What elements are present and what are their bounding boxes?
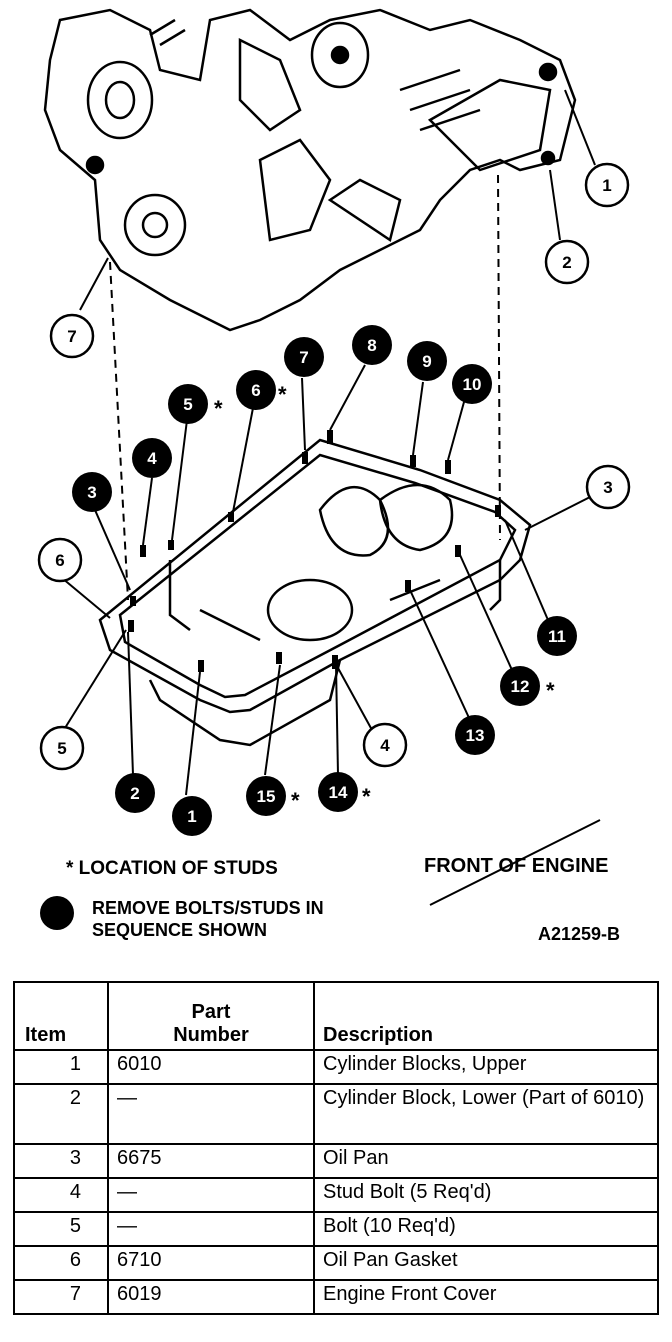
- table-row: 4 — Stud Bolt (5 Req'd): [13, 1177, 659, 1213]
- header-part-line-2: Number: [173, 1024, 249, 1046]
- cell-item: 2: [13, 1083, 109, 1145]
- cell-part-number: 6710: [107, 1245, 315, 1281]
- table-row: 3 6675 Oil Pan: [13, 1143, 659, 1179]
- sequence-callout-4: 4: [132, 438, 172, 478]
- figure-id: A21259-B: [538, 924, 621, 944]
- sequence-callout-8: 8: [352, 325, 392, 365]
- callout-7: 7: [49, 313, 95, 359]
- svg-text:7: 7: [67, 327, 76, 346]
- cell-part-number: 6010: [107, 1049, 315, 1085]
- sequence-callout-11: 11: [537, 616, 577, 656]
- parts-table: Item Part Number Description 1 6010 Cyli…: [13, 981, 659, 1315]
- cell-part-number: 6019: [107, 1279, 315, 1315]
- sequence-callout-15: 15 *: [246, 776, 300, 816]
- svg-text:2: 2: [562, 253, 571, 272]
- legend-sequence-line-1: REMOVE BOLTS/STUDS IN: [92, 898, 324, 918]
- cell-item: 3: [13, 1143, 109, 1179]
- legend-sequence-note: REMOVE BOLTS/STUDS IN SEQUENCE SHOWN: [92, 897, 402, 941]
- svg-text:8: 8: [367, 336, 376, 355]
- oil-pan-exploded-diagram: 1 2 7 3 6 5 4 1 2 3 4 5 *: [37, 8, 631, 906]
- sequence-callout-6: 6 *: [236, 370, 287, 410]
- svg-text:12: 12: [511, 677, 530, 696]
- header-item: Item: [13, 981, 109, 1051]
- cell-description: Oil Pan: [313, 1143, 659, 1179]
- bolt-marks: [128, 430, 501, 672]
- cell-part-number: —: [107, 1083, 315, 1145]
- svg-text:*: *: [362, 784, 371, 809]
- svg-text:2: 2: [130, 784, 139, 803]
- svg-text:4: 4: [380, 736, 390, 755]
- sequence-callout-3: 3: [72, 472, 112, 512]
- svg-text:10: 10: [463, 375, 482, 394]
- sequence-callout-2: 2: [115, 773, 155, 813]
- legend-studs-note: * LOCATION OF STUDS: [66, 858, 278, 879]
- cell-item: 7: [13, 1279, 109, 1315]
- svg-text:15: 15: [257, 787, 276, 806]
- sequence-callout-9: 9: [407, 341, 447, 381]
- header-part-number: Part Number: [107, 981, 315, 1051]
- sequence-callout-13: 13: [455, 715, 495, 755]
- svg-text:7: 7: [299, 348, 308, 367]
- cell-description: Engine Front Cover: [313, 1279, 659, 1315]
- header-part-line-1: Part: [191, 1001, 231, 1023]
- leader-lines: [61, 89, 596, 796]
- table-row: 7 6019 Engine Front Cover: [13, 1279, 659, 1315]
- svg-text:5: 5: [183, 395, 192, 414]
- svg-text:*: *: [291, 788, 300, 813]
- oil-pan-drawing: [98, 438, 532, 747]
- sequence-callout-5: 5 *: [168, 384, 223, 424]
- table-row: 5 — Bolt (10 Req'd): [13, 1211, 659, 1247]
- svg-text:9: 9: [422, 352, 431, 371]
- table-row: 6 6710 Oil Pan Gasket: [13, 1245, 659, 1281]
- callout-4: 4: [362, 722, 408, 768]
- cell-item: 4: [13, 1177, 109, 1213]
- legend-sequence-line-2: SEQUENCE SHOWN: [92, 920, 268, 940]
- callout-1: 1: [584, 162, 630, 208]
- svg-text:3: 3: [603, 478, 612, 497]
- cell-description: Stud Bolt (5 Req'd): [313, 1177, 659, 1213]
- cell-description: Bolt (10 Req'd): [313, 1211, 659, 1247]
- svg-text:5: 5: [57, 739, 66, 758]
- cell-item: 1: [13, 1049, 109, 1085]
- svg-text:3: 3: [87, 483, 96, 502]
- sequence-callout-12: 12 *: [500, 666, 555, 706]
- cell-description: Cylinder Block, Lower (Part of 6010): [313, 1083, 659, 1145]
- sequence-callout-7: 7: [284, 337, 324, 377]
- engine-block-drawing: [43, 8, 577, 332]
- callout-2: 2: [544, 239, 590, 285]
- svg-text:13: 13: [466, 726, 485, 745]
- alignment-lines: [109, 174, 501, 601]
- callout-5: 5: [39, 725, 85, 771]
- svg-text:1: 1: [602, 176, 611, 195]
- sequence-marker-icon: [40, 896, 74, 930]
- sequence-callout-1: 1: [172, 796, 212, 836]
- cell-part-number: —: [107, 1211, 315, 1247]
- svg-text:*: *: [278, 382, 287, 407]
- cell-item: 5: [13, 1211, 109, 1247]
- svg-text:6: 6: [251, 381, 260, 400]
- svg-text:4: 4: [147, 449, 157, 468]
- front-of-engine-label: FRONT OF ENGINE: [424, 855, 609, 877]
- cell-part-number: —: [107, 1177, 315, 1213]
- cell-part-number: 6675: [107, 1143, 315, 1179]
- svg-text:11: 11: [548, 627, 566, 646]
- sequence-callout-10: 10: [452, 364, 492, 404]
- cell-item: 6: [13, 1245, 109, 1281]
- cell-description: Oil Pan Gasket: [313, 1245, 659, 1281]
- svg-text:6: 6: [55, 551, 64, 570]
- table-row: 1 6010 Cylinder Blocks, Upper: [13, 1049, 659, 1085]
- svg-text:1: 1: [187, 807, 196, 826]
- svg-text:*: *: [214, 396, 223, 421]
- sequence-callout-14: 14 *: [318, 772, 371, 812]
- svg-text:*: *: [546, 678, 555, 703]
- callout-3: 3: [585, 464, 631, 510]
- callout-6: 6: [37, 537, 83, 583]
- cell-description: Cylinder Blocks, Upper: [313, 1049, 659, 1085]
- header-description: Description: [313, 981, 659, 1051]
- table-header-row: Item Part Number Description: [13, 981, 659, 1051]
- front-of-engine-arrow: [429, 819, 601, 906]
- table-row: 2 — Cylinder Block, Lower (Part of 6010): [13, 1083, 659, 1145]
- svg-text:14: 14: [329, 783, 348, 802]
